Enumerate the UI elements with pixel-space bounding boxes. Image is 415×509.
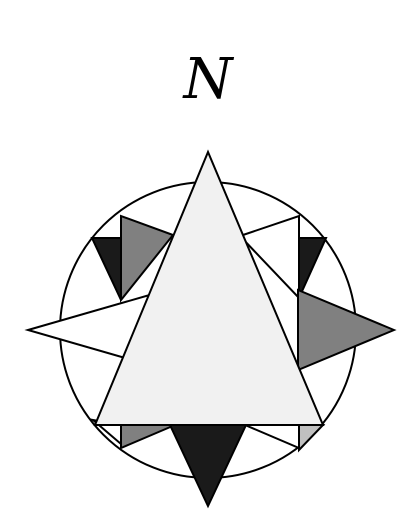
north-marker-letter: N — [182, 47, 235, 112]
point-lower-right-gray — [299, 425, 323, 450]
north-marker: N — [182, 47, 235, 112]
